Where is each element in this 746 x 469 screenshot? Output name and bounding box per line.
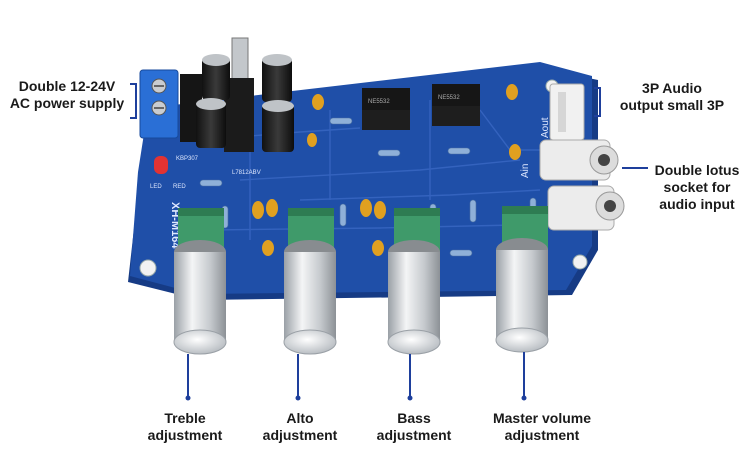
alto-label: Alto adjustment: [240, 410, 360, 444]
alto-label-line2: adjustment: [262, 427, 338, 443]
voltage-regulator: [224, 37, 254, 152]
lotus-label-line2: socket for: [663, 179, 731, 195]
power-label-line2: AC power supply: [9, 95, 125, 111]
alto-label-line1: Alto: [286, 410, 314, 426]
treble-label-line1: Treble: [164, 410, 206, 426]
red-silkscreen: RED: [173, 184, 186, 190]
output-label-line1: 3P Audio: [642, 80, 702, 96]
ceramic-capacitors: [252, 84, 521, 256]
bass-label: Bass adjustment: [354, 410, 474, 444]
op-amp-chips: NE5532 NE5532: [362, 84, 480, 130]
power-supply-label: Double 12-24V AC power supply: [2, 78, 132, 112]
treble-label-line2: adjustment: [147, 427, 223, 443]
regulator-silkscreen: L7812ABV: [232, 170, 261, 176]
rca-input-sockets: [539, 139, 625, 231]
audio-input-label: Double lotus socket for audio input: [648, 162, 746, 213]
lotus-label-line3: audio input: [659, 196, 735, 212]
filter-capacitors: [196, 54, 294, 152]
audio-output-label: 3P Audio output small 3P: [598, 80, 746, 114]
led-silkscreen: LED: [150, 184, 162, 190]
bass-label-line1: Bass: [397, 410, 431, 426]
pot-alto: [283, 208, 337, 355]
lotus-label-line1: Double lotus: [654, 162, 740, 178]
pot-bass: [387, 208, 441, 355]
power-label-line1: Double 12-24V: [18, 78, 116, 94]
callout-lines: [130, 83, 648, 398]
pot-master-volume: [495, 206, 549, 353]
bass-label-line2: adjustment: [376, 427, 452, 443]
treble-label: Treble adjustment: [125, 410, 245, 444]
power-terminal: [139, 69, 179, 139]
ic2-marking: NE5532: [438, 95, 460, 101]
master-label-line1: Master volume: [492, 410, 592, 426]
output-connector-3p: [549, 83, 585, 141]
red-led: LED RED: [150, 156, 186, 190]
bridge-silkscreen: KBP307: [176, 156, 199, 162]
ain-silkscreen: Ain: [520, 164, 531, 178]
ic1-marking: NE5532: [368, 99, 390, 105]
master-label-line2: adjustment: [504, 427, 580, 443]
aout-silkscreen: Aout: [540, 117, 551, 138]
master-volume-label: Master volume adjustment: [468, 410, 616, 444]
output-label-line2: output small 3P: [619, 97, 725, 113]
pot-treble: [173, 208, 227, 355]
